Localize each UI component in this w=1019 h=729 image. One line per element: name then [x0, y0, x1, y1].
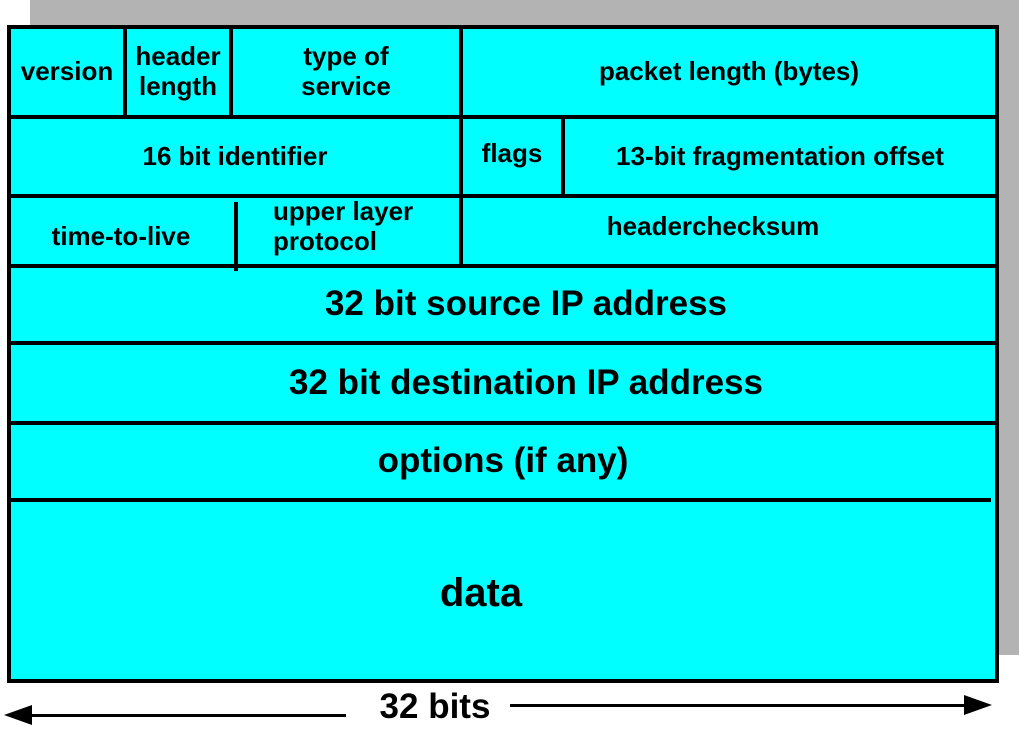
divider-tos-length	[459, 29, 463, 115]
arrow-line-right	[510, 704, 966, 707]
divider-ttl-protocol	[234, 202, 238, 271]
divider-version-header	[123, 29, 127, 115]
field-header-checksum: headerchecksum	[606, 211, 820, 242]
field-identifier: 16 bit identifier	[142, 140, 328, 171]
width-indicator: 32 bits	[0, 685, 1019, 729]
divider-header-tos	[229, 29, 233, 115]
field-upper-layer-protocol: upper layer protocol	[273, 196, 414, 256]
field-destination-ip: 32 bit destination IP address	[289, 362, 763, 402]
field-source-ip: 32 bit source IP address	[324, 284, 728, 324]
field-options: options (if any)	[377, 441, 629, 481]
row-divider-3	[11, 264, 995, 268]
field-fragment-offset: 13-bit fragmentation offset	[616, 140, 944, 171]
field-data: data	[439, 570, 523, 615]
row-divider-4	[11, 341, 995, 345]
field-type-of-service: type of service	[301, 41, 391, 101]
arrow-right-icon	[964, 695, 992, 715]
arrow-line-left	[28, 714, 346, 717]
ip-datagram-format-diagram: version header length type of service pa…	[7, 25, 999, 683]
field-header-length: header length	[135, 41, 221, 101]
divider-identifier-flags	[459, 117, 463, 196]
row-divider-1	[11, 115, 995, 119]
field-time-to-live: time-to-live	[51, 221, 191, 252]
field-packet-length: packet length (bytes)	[598, 56, 860, 87]
row-divider-2	[11, 194, 995, 198]
arrow-left-icon	[4, 705, 32, 725]
divider-protocol-checksum	[459, 196, 463, 266]
field-version: version	[20, 56, 114, 87]
field-flags: flags	[481, 138, 543, 169]
width-label: 32 bits	[379, 687, 491, 726]
divider-flags-offset	[561, 117, 565, 196]
row-divider-6	[11, 498, 991, 502]
row-divider-5	[11, 421, 995, 425]
